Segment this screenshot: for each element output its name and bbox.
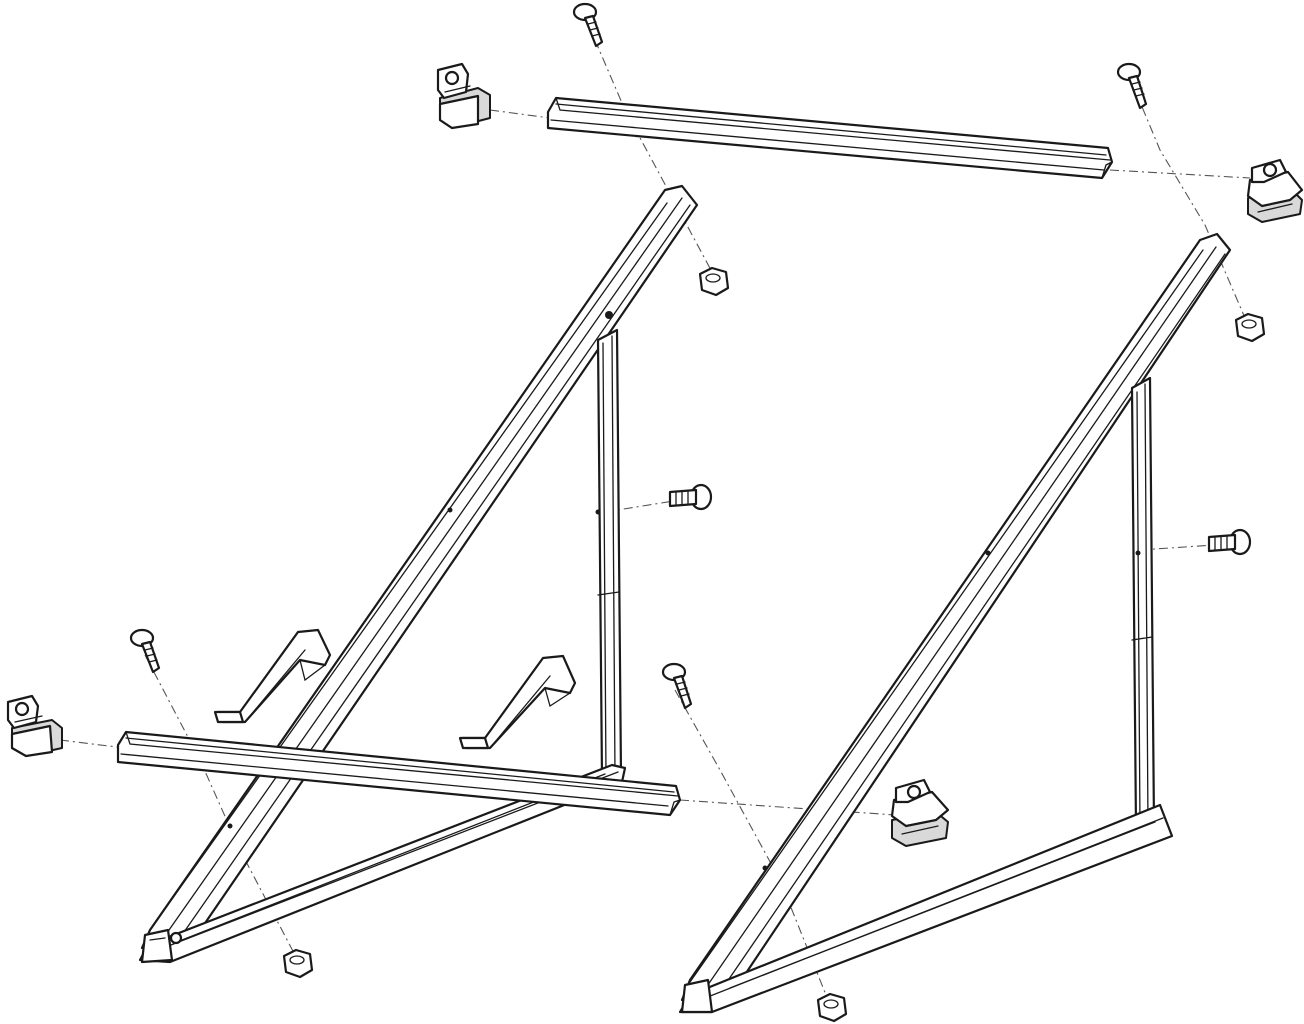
nut-bottom-left	[282, 948, 314, 979]
bolt-top-right	[1116, 62, 1148, 110]
right-triangle-frame	[678, 232, 1232, 1014]
right-bracket	[458, 654, 577, 750]
end-clamp-top-left	[436, 62, 491, 130]
bottom-cross-rail	[116, 730, 682, 817]
nut-top-left	[698, 266, 730, 297]
nut-bottom-right	[816, 992, 848, 1023]
leader-lines	[59, 39, 1251, 1006]
left-bracket	[213, 628, 332, 724]
bolt-horizontal-right	[1207, 528, 1252, 556]
end-clamp-top-right	[1246, 158, 1304, 223]
bolt-bottom-middle	[661, 662, 693, 710]
nut-top-right	[1234, 312, 1266, 343]
bolt-horizontal-left	[668, 483, 713, 511]
bolt-top-left	[572, 2, 604, 48]
top-cross-rail	[546, 96, 1114, 180]
bolt-bottom-left	[129, 628, 161, 674]
end-clamp-bottom-right	[890, 778, 950, 847]
left-triangle-frame	[138, 184, 699, 964]
end-clamp-bottom-left	[6, 694, 63, 758]
